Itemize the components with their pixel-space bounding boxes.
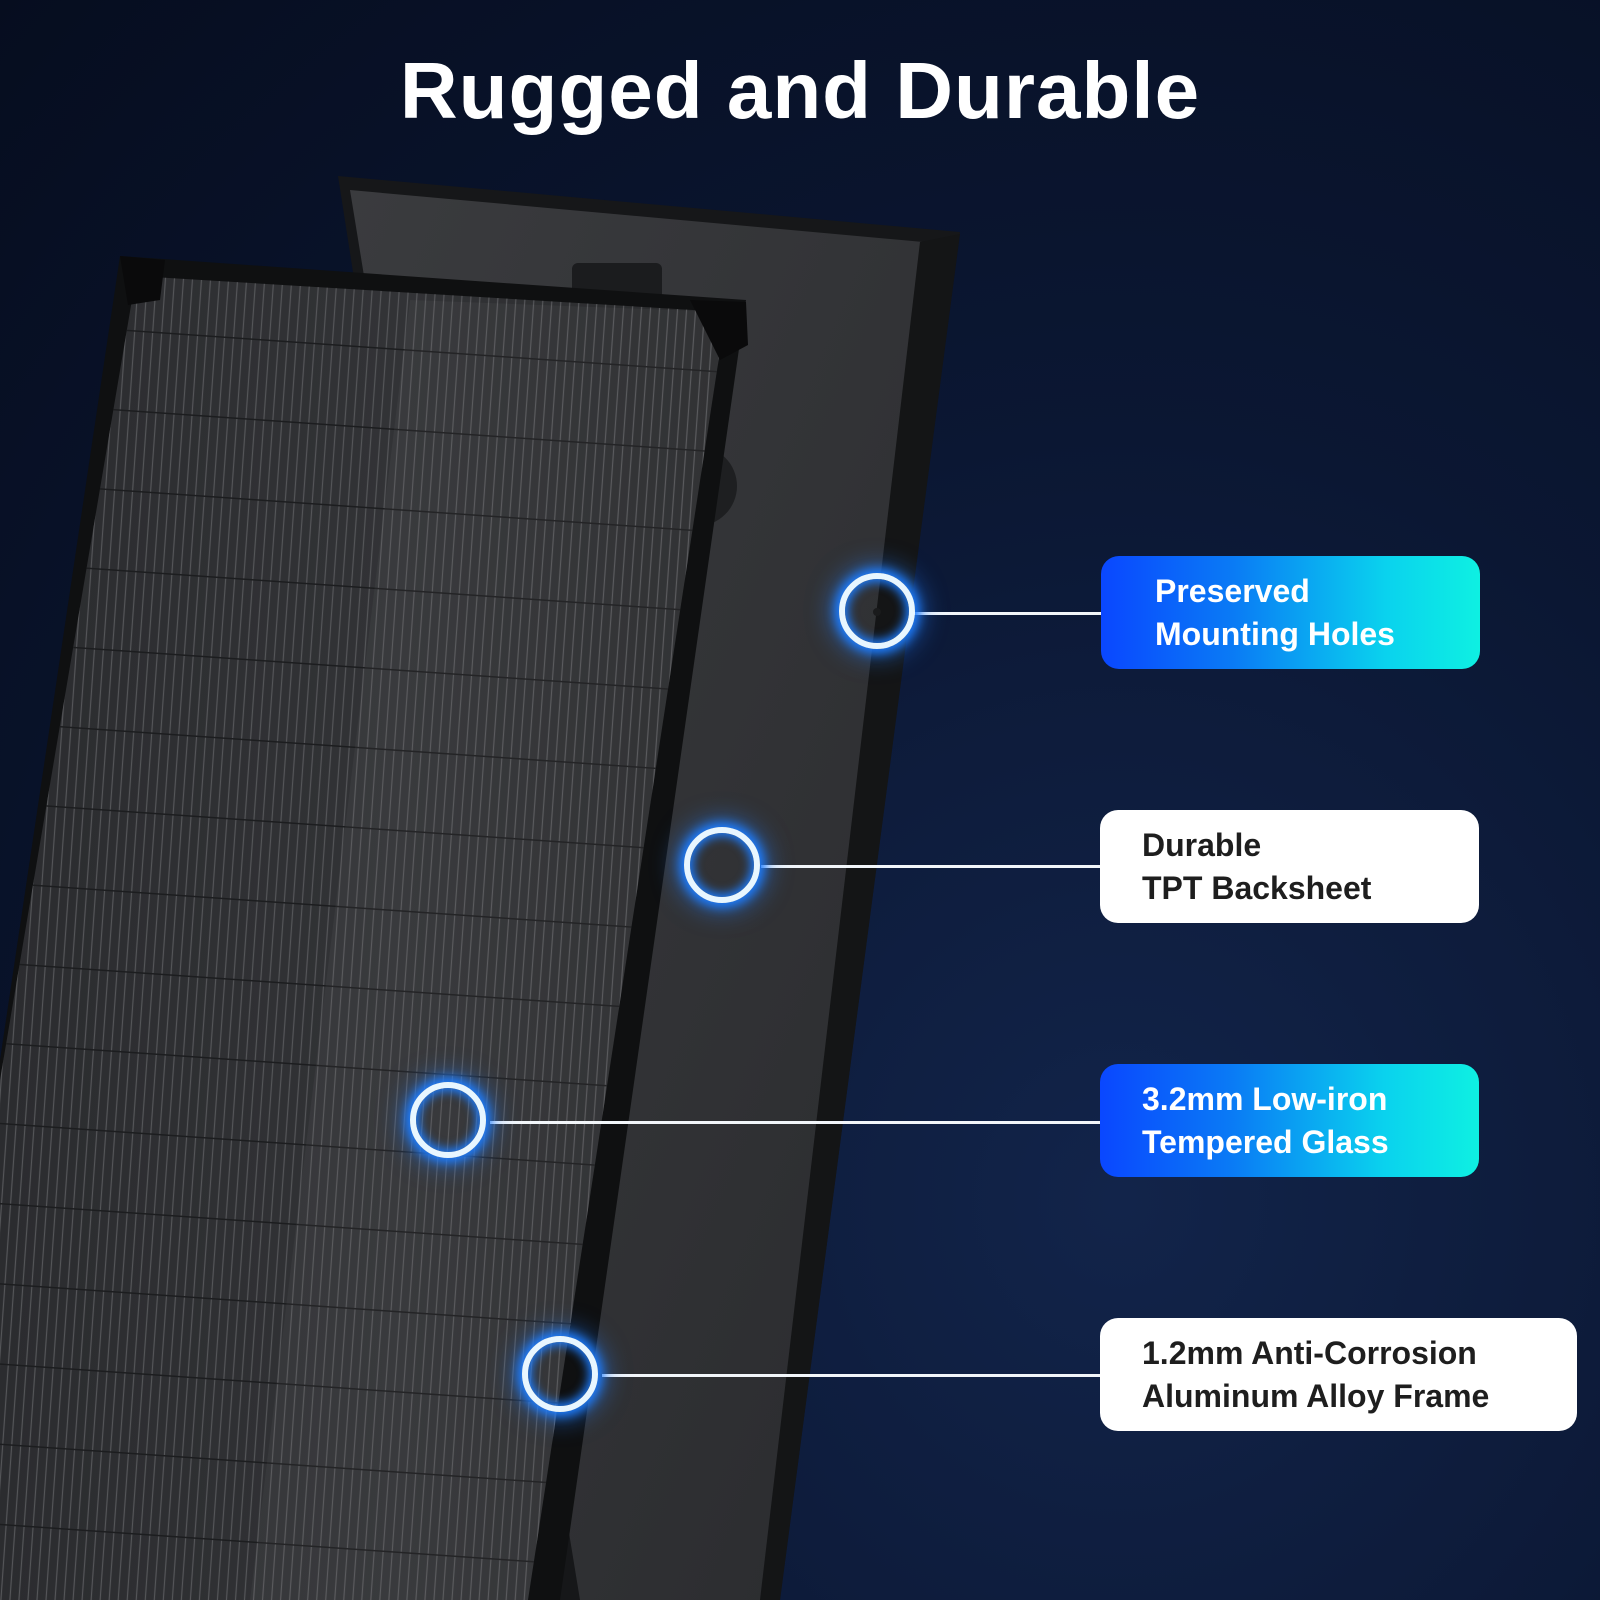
callout-mounting-holes: Preserved Mounting Holes xyxy=(1101,556,1480,669)
callout-aluminum-frame: 1.2mm Anti-Corrosion Aluminum Alloy Fram… xyxy=(1100,1318,1577,1431)
callout-line: Durable xyxy=(1142,826,1262,863)
callout-line: TPT Backsheet xyxy=(1142,869,1372,906)
leader-line xyxy=(761,865,1101,868)
leader-line xyxy=(914,612,1102,615)
callout-line: Mounting Holes xyxy=(1155,615,1395,652)
leader-line xyxy=(602,1374,1101,1377)
page-title: Rugged and Durable xyxy=(399,46,1201,135)
front-panel xyxy=(0,256,748,1600)
mounting-holes-highlight-ring xyxy=(839,573,915,649)
callout-line: 1.2mm Anti-Corrosion xyxy=(1142,1334,1477,1371)
callout-line: Preserved xyxy=(1155,572,1310,609)
frame-corner xyxy=(120,256,165,305)
glass-highlight-ring xyxy=(410,1082,486,1158)
frame-highlight-ring xyxy=(522,1336,598,1412)
leader-line xyxy=(490,1121,1101,1124)
backsheet-highlight-ring xyxy=(684,827,760,903)
callout-line: Tempered Glass xyxy=(1142,1123,1389,1160)
callout-tempered-glass: 3.2mm Low-iron Tempered Glass xyxy=(1100,1064,1479,1177)
callout-tpt-backsheet: Durable TPT Backsheet xyxy=(1100,810,1479,923)
frame-corner xyxy=(690,300,748,360)
callout-line: 3.2mm Low-iron xyxy=(1142,1080,1388,1117)
callout-line: Aluminum Alloy Frame xyxy=(1142,1377,1490,1414)
